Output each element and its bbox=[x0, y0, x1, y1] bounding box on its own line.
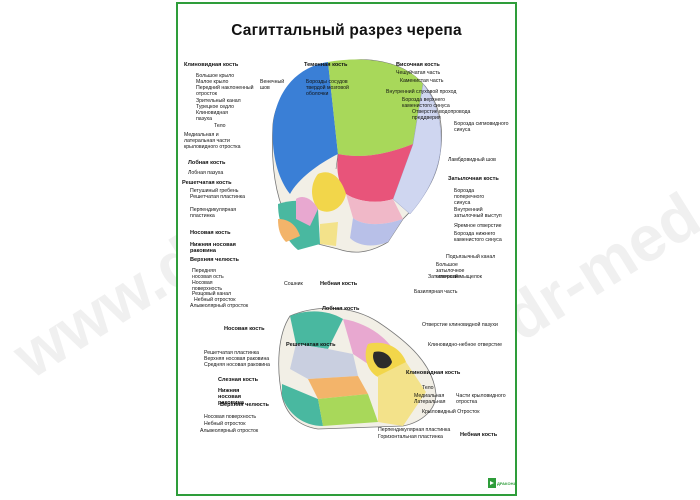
label-anterior-nasal-spine: Передняя носовая ость bbox=[192, 268, 224, 280]
label-alveolar-process-lower: Альвеолярный отросток bbox=[200, 428, 259, 434]
label-foramen-magnum: Большое затылочное отверстие bbox=[436, 262, 465, 280]
label-body: Тело bbox=[214, 123, 226, 129]
label-internal-occipital: Внутренний затылочный выступ bbox=[454, 207, 502, 219]
label-perpendicular-plate: Перпендикулярная пластинка bbox=[190, 207, 237, 219]
label-superior-petrosal-groove: Борозда верхнего каменистого синуса bbox=[402, 97, 450, 109]
label-sphenoid-sinus: Клиновидная пазуха bbox=[196, 110, 228, 122]
label-pterygoid-plates: Медиальная и латеральная части крыловидн… bbox=[184, 132, 241, 150]
label-incisive-canal: Резцовый канал bbox=[192, 291, 232, 297]
label-cribriform-plate-lower: Решетчатая пластинка bbox=[204, 350, 260, 356]
label-vomer: Сошник bbox=[284, 281, 303, 287]
label-middle-concha: Средняя носовая раковина bbox=[204, 362, 270, 368]
upper-skull-illustration bbox=[272, 59, 442, 253]
publisher-logo-icon bbox=[488, 478, 496, 488]
label-frontal-sinus: Лобная пазуха bbox=[188, 170, 224, 176]
label-medial: Медиальная bbox=[414, 393, 445, 399]
label-lateral: Латеральная bbox=[414, 399, 446, 405]
label-crista-galli: Петушиный гребень bbox=[190, 188, 239, 194]
label-meningeal-grooves: Борозды сосудов твердой мозговой оболочк… bbox=[306, 79, 349, 97]
label-petrous-part: Каменистая часть bbox=[400, 78, 444, 84]
label-greater-wing: Большое крыло bbox=[196, 73, 235, 79]
label-optic-canal: Зрительный канал bbox=[196, 98, 241, 104]
label-ethmoid-bone: Решетчатая кость bbox=[182, 180, 232, 186]
label-hypoglossal-canal: Подъязычный канал bbox=[446, 254, 496, 260]
label-sella-turcica: Турецкое седло bbox=[196, 104, 235, 110]
label-sphenoid-bone-lower: Клиновидная кость bbox=[406, 370, 461, 376]
poster: Сагиттальный разрез черепа bbox=[176, 2, 517, 496]
page-title: Сагиттальный разрез черепа bbox=[231, 22, 462, 39]
label-temporal-bone: Височная кость bbox=[396, 62, 440, 68]
label-nasal-bone-lower: Носовая кость bbox=[224, 326, 265, 332]
label-nasal-surface-lower: Носовая поверхность bbox=[204, 414, 257, 420]
label-transverse-groove: Борозда поперечного синуса bbox=[454, 188, 485, 206]
label-superior-concha: Верхняя носовая раковина bbox=[204, 356, 270, 362]
label-frontal-bone: Лобная кость bbox=[188, 160, 226, 166]
label-inferior-concha-lower: Нижняя носовая раковина bbox=[218, 388, 245, 406]
label-pterygoid-parts: Части крыловидного отростка bbox=[456, 393, 506, 405]
label-alveolar-process: Альвеолярный отросток bbox=[190, 303, 249, 309]
label-sphenoid-sinus-opening: Отверстие клиновидной пазухи bbox=[422, 322, 498, 328]
label-cribriform-plate: Решетчатая пластинка bbox=[190, 194, 246, 200]
label-internal-acoustic: Внутренний слуховой проход bbox=[386, 89, 457, 95]
label-jugular-foramen: Яремное отверстие bbox=[454, 223, 502, 229]
label-pterygoid-process: Крыловидный Отросток bbox=[422, 409, 480, 415]
label-lacrimal-bone: Слезная кость bbox=[218, 377, 259, 383]
label-nasal-bone: Носовая кость bbox=[190, 230, 231, 236]
label-occipital-condyle: Затылочный мыщелок bbox=[428, 274, 482, 280]
label-palatine-bone-lower: Небная кость bbox=[460, 432, 498, 438]
label-basilar-part: Базилярная часть bbox=[414, 289, 458, 295]
label-frontal-bone-lower: Лобная кость bbox=[322, 306, 360, 312]
label-lesser-wing: Малое крыло bbox=[196, 79, 229, 85]
logo-text: ДРАКОНА bbox=[497, 481, 517, 486]
label-sigmoid-groove: Борозда сигмовидного синуса bbox=[454, 121, 509, 133]
label-palatine-process-lower: Небный отросток bbox=[204, 421, 246, 427]
label-maxilla: Верхняя челюсть bbox=[190, 257, 239, 263]
label-perpendicular-plate-lower: Перпендикулярная пластинка bbox=[378, 427, 451, 433]
label-maxilla-lower: Верхняя челюсть bbox=[220, 402, 269, 408]
label-sphenoid-bone: Клиновидная кость bbox=[184, 62, 239, 68]
label-sphenopalatine-foramen: Клиновидно-небное отверстие bbox=[428, 342, 502, 348]
label-horizontal-plate: Горизонтальная пластинка bbox=[378, 434, 443, 440]
label-vestibular-aqueduct: Отверстие водопровода преддверия bbox=[412, 109, 471, 121]
label-occipital-bone: Затылочная кость bbox=[448, 176, 499, 182]
label-inferior-concha: Нижняя носовая раковина bbox=[190, 242, 236, 254]
label-nasal-surface: Носовая поверхность bbox=[192, 280, 223, 292]
label-lambdoid-suture: Ламбдовидный шов bbox=[448, 157, 496, 163]
label-ethmoid-bone-lower: Решетчатая кость bbox=[286, 342, 336, 348]
skull-illustrations bbox=[272, 59, 442, 430]
lower-skull-illustration bbox=[278, 307, 437, 430]
label-anterior-clinoid: Передний наклоненный отросток bbox=[196, 85, 254, 97]
label-squamous-part: Чешуйчатая часть bbox=[396, 70, 441, 76]
label-body-lower: Тело bbox=[422, 385, 434, 391]
label-palatine-bone: Небная кость bbox=[320, 281, 358, 287]
label-inferior-petrosal-groove: Борозда нижнего каменистого синуса bbox=[454, 231, 502, 243]
label-parietal-bone: Теменная кость bbox=[304, 62, 348, 68]
label-palatine-process: Небный отросток bbox=[194, 297, 236, 303]
label-coronal-suture: Венечный шов bbox=[260, 79, 285, 91]
